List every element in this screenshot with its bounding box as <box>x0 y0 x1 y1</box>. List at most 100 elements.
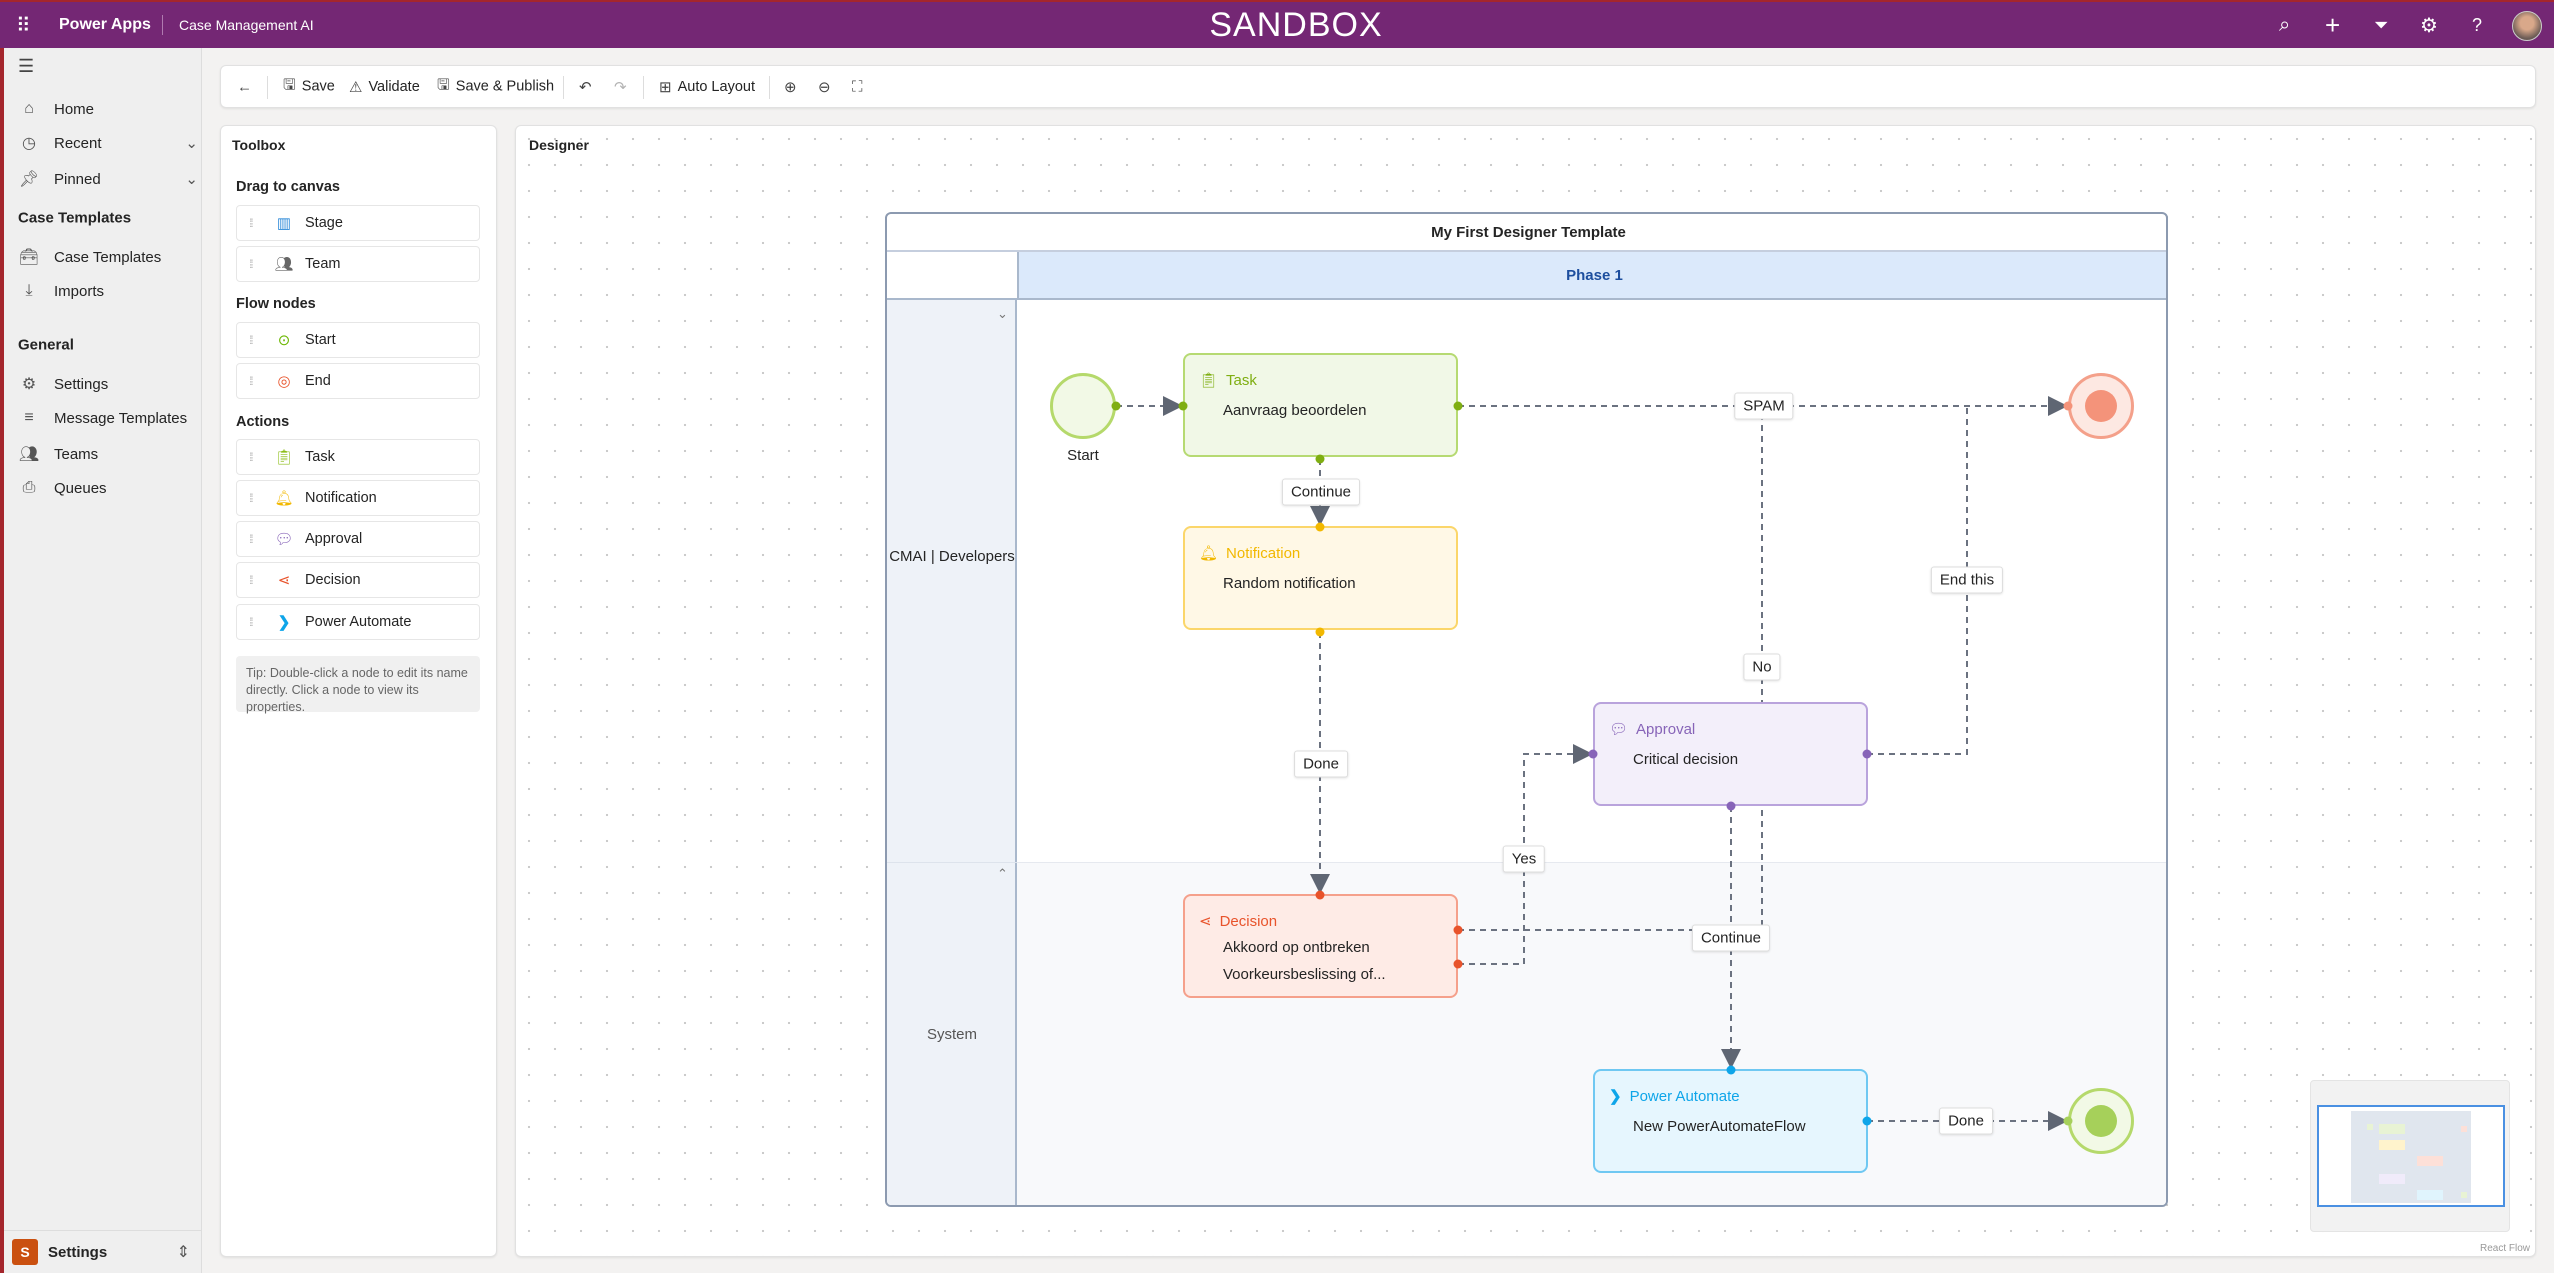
waffle-icon[interactable]: ⠿ <box>16 14 31 37</box>
nav-label: Queues <box>54 479 107 497</box>
nav-recent[interactable]: ◷Recent⌄ <box>18 129 198 157</box>
add-icon[interactable]: + <box>2325 9 2341 40</box>
zoom-out-button[interactable]: ⊖ <box>818 78 831 96</box>
task-node[interactable]: 📋︎Task Aanvraag beoordelen <box>1183 353 1458 457</box>
chevron-down-icon[interactable]: ⌄ <box>185 171 198 188</box>
edge-label-continue-2[interactable]: Continue <box>1691 924 1771 952</box>
toolbox-item-end[interactable]: ⁞⁞◎End <box>236 363 480 399</box>
nav-imports[interactable]: ⤓Imports <box>18 277 104 305</box>
chevron-updown-icon: ⇕ <box>176 1244 190 1261</box>
drag-handle-icon[interactable]: ⁞⁞ <box>249 573 254 587</box>
settings-icon[interactable]: ⚙ <box>2420 14 2438 37</box>
nav-teams[interactable]: 👥︎Teams <box>18 440 98 468</box>
nav-pinned[interactable]: 📌︎Pinned⌄ <box>18 165 198 193</box>
drag-handle-icon[interactable]: ⁞⁞ <box>249 374 254 388</box>
port[interactable] <box>1588 749 1598 759</box>
save-publish-label: Save & Publish <box>455 78 555 95</box>
edge-label-continue[interactable]: Continue <box>1281 478 1361 506</box>
port[interactable] <box>1862 749 1872 759</box>
minimap-viewport[interactable] <box>2317 1105 2505 1207</box>
grid-icon: ⊞ <box>659 78 672 96</box>
toolbox-item-approval[interactable]: ⁞⁞💬︎Approval <box>236 521 480 557</box>
power-automate-node[interactable]: ❯Power Automate New PowerAutomateFlow <box>1593 1069 1868 1173</box>
save-button[interactable]: 🖫Save <box>283 74 335 99</box>
nav-queues[interactable]: ⎙Queues <box>18 474 107 502</box>
back-button[interactable]: ← <box>237 78 252 95</box>
edge-label-done[interactable]: Done <box>1294 750 1348 778</box>
chevron-up-icon[interactable]: ⌃ <box>997 866 1008 881</box>
toolbox-item-task[interactable]: ⁞⁞📋︎Task <box>236 439 480 475</box>
auto-layout-button[interactable]: ⊞Auto Layout <box>659 78 755 96</box>
toolbox-item-notification[interactable]: ⁞⁞🔔︎Notification <box>236 480 480 516</box>
filter-icon[interactable]: ⏷ <box>2374 14 2389 35</box>
toolbox-item-start[interactable]: ⁞⁞⊙Start <box>236 322 480 358</box>
edge-label-end-this[interactable]: End this <box>1930 566 2004 594</box>
validate-button[interactable]: ⚠Validate <box>349 78 420 96</box>
port[interactable] <box>1453 401 1463 411</box>
zoom-in-button[interactable]: ⊕ <box>784 78 797 96</box>
port[interactable] <box>1453 959 1463 969</box>
port[interactable] <box>1315 522 1325 532</box>
port[interactable] <box>1453 925 1463 935</box>
port[interactable] <box>2063 401 2073 411</box>
react-flow-attribution[interactable]: React Flow <box>2480 1243 2531 1254</box>
fit-view-button[interactable]: ⛶ <box>852 78 863 95</box>
edge-label-no[interactable]: No <box>1743 653 1781 681</box>
toolbox-item-power-automate[interactable]: ⁞⁞❯Power Automate <box>236 604 480 640</box>
drag-handle-icon[interactable]: ⁞⁞ <box>249 450 254 464</box>
drag-handle-icon[interactable]: ⁞⁞ <box>249 333 254 347</box>
toolbox-item-team[interactable]: ⁞⁞👥︎Team <box>236 246 480 282</box>
edge-label-spam[interactable]: SPAM <box>1734 392 1794 420</box>
app-name[interactable]: Power Apps <box>59 16 151 33</box>
end-node[interactable] <box>2068 373 2134 439</box>
drag-handle-icon[interactable]: ⁞⁞ <box>249 615 254 629</box>
port[interactable] <box>2063 1116 2073 1126</box>
toolbox-item-stage[interactable]: ⁞⁞▥Stage <box>236 205 480 241</box>
drag-handle-icon[interactable]: ⁞⁞ <box>249 216 254 230</box>
toolbox-item-decision[interactable]: ⁞⁞⋖Decision <box>236 562 480 598</box>
end-node-done[interactable] <box>2068 1088 2134 1154</box>
bell-icon: 🔔︎ <box>1199 545 1219 562</box>
drag-handle-icon[interactable]: ⁞⁞ <box>249 491 254 505</box>
item-label: Notification <box>305 490 377 506</box>
nav-message-templates[interactable]: ≡Message Templates <box>18 404 187 432</box>
minimap[interactable] <box>2310 1080 2510 1232</box>
phase-header[interactable]: Phase 1 <box>1017 252 2166 300</box>
toolbox-tip: Tip: Double-click a node to edit its nam… <box>236 656 480 714</box>
port[interactable] <box>1315 890 1325 900</box>
nav-home[interactable]: ⌂Home <box>18 95 94 123</box>
port[interactable] <box>1862 1116 1872 1126</box>
notification-node[interactable]: 🔔︎Notification Random notification <box>1183 526 1458 630</box>
port[interactable] <box>1315 454 1325 464</box>
port[interactable] <box>1726 1065 1736 1075</box>
chevron-down-icon[interactable]: ⌄ <box>997 306 1008 321</box>
port[interactable] <box>1178 401 1188 411</box>
nav-settings[interactable]: ⚙Settings <box>18 370 108 398</box>
avatar[interactable] <box>2512 11 2542 41</box>
edge-label-yes[interactable]: Yes <box>1502 845 1546 873</box>
area-label: Settings <box>48 1243 108 1261</box>
search-icon[interactable]: ⌕ <box>2279 13 2291 36</box>
port[interactable] <box>1111 401 1121 411</box>
node-type: Task <box>1226 371 1257 389</box>
edge-label-done-2[interactable]: Done <box>1939 1107 1993 1135</box>
start-node[interactable] <box>1050 373 1116 439</box>
undo-button[interactable]: ↶ <box>579 78 592 96</box>
template-title[interactable]: My First Designer Template <box>887 214 2166 252</box>
drag-handle-icon[interactable]: ⁞⁞ <box>249 532 254 546</box>
chevron-down-icon[interactable]: ⌄ <box>185 135 198 152</box>
nav-case-templates[interactable]: 🧰︎Case Templates <box>18 243 161 271</box>
lane-label-developers[interactable]: CMAI | Developers <box>889 548 1015 565</box>
hamburger-icon[interactable]: ☰ <box>18 56 35 76</box>
drag-handle-icon[interactable]: ⁞⁞ <box>249 257 254 271</box>
port[interactable] <box>1726 801 1736 811</box>
area-switcher[interactable]: S Settings ⇕ <box>4 1230 202 1273</box>
help-icon[interactable]: ? <box>2472 14 2483 35</box>
redo-button[interactable]: ↷ <box>614 78 627 96</box>
save-publish-button[interactable]: 🖫Save & Publish <box>437 74 554 99</box>
port[interactable] <box>1315 627 1325 637</box>
lane-label-system[interactable]: System <box>926 1026 977 1043</box>
approval-node[interactable]: 💬︎Approval Critical decision <box>1593 702 1868 806</box>
power-automate-icon: ❯ <box>277 614 291 631</box>
